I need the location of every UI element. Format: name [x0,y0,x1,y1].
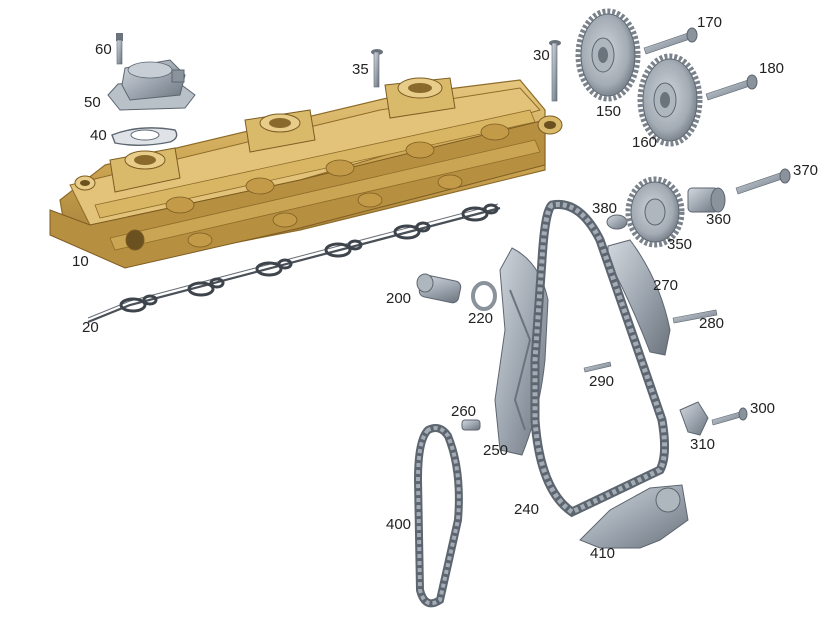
bolt-180 [705,74,758,101]
bolt-30 [549,40,561,102]
label-150: 150 [596,103,622,120]
label-200: 200 [386,290,412,307]
label-170: 170 [697,14,723,31]
label-300: 300 [750,400,776,417]
label-35: 35 [352,61,369,78]
label-360: 360 [706,211,732,228]
label-180: 180 [759,60,785,77]
timing-chain-240 [530,199,670,518]
pin-290 [583,361,612,373]
label-290: 290 [589,373,615,390]
label-280: 280 [699,315,725,332]
label-10: 10 [72,253,89,270]
oil-pump-chain-400 [413,424,463,608]
housing-cover-50 [107,59,196,111]
label-350: 350 [667,236,693,253]
bracket-310 [679,401,709,436]
label-220: 220 [468,310,494,327]
label-20: 20 [82,319,99,336]
label-60: 60 [95,41,112,58]
label-260: 260 [451,403,477,420]
camshaft-gear-150 [575,8,641,102]
label-30: 30 [533,47,550,64]
tensioner-200 [416,273,462,304]
pin-280 [672,309,718,324]
guide-rail-270 [607,239,671,356]
label-250: 250 [483,442,509,459]
camshaft-housing-10 [49,77,563,269]
label-50: 50 [84,94,101,111]
bushing-380 [606,214,628,230]
bolt-300 [711,407,748,426]
label-270: 270 [653,277,679,294]
bolt-35 [371,49,383,88]
label-40: 40 [90,127,107,144]
bolt-170 [643,27,698,55]
chain-tensioner-410 [579,484,689,549]
gasket-20 [87,203,501,324]
label-400: 400 [386,516,412,533]
bolt-60 [116,33,123,65]
spacer-360 [687,187,726,213]
camshaft-gear-160 [637,53,703,147]
seal-40 [111,127,178,146]
label-380: 380 [592,200,618,217]
label-160: 160 [632,134,658,151]
label-310: 310 [690,436,716,453]
seal-ring-220 [471,281,497,311]
intermediate-gear-350 [625,176,685,248]
pin-260 [461,419,481,431]
label-370: 370 [793,162,819,179]
label-410: 410 [590,545,616,562]
label-240: 240 [514,501,540,518]
bolt-370 [735,168,791,195]
